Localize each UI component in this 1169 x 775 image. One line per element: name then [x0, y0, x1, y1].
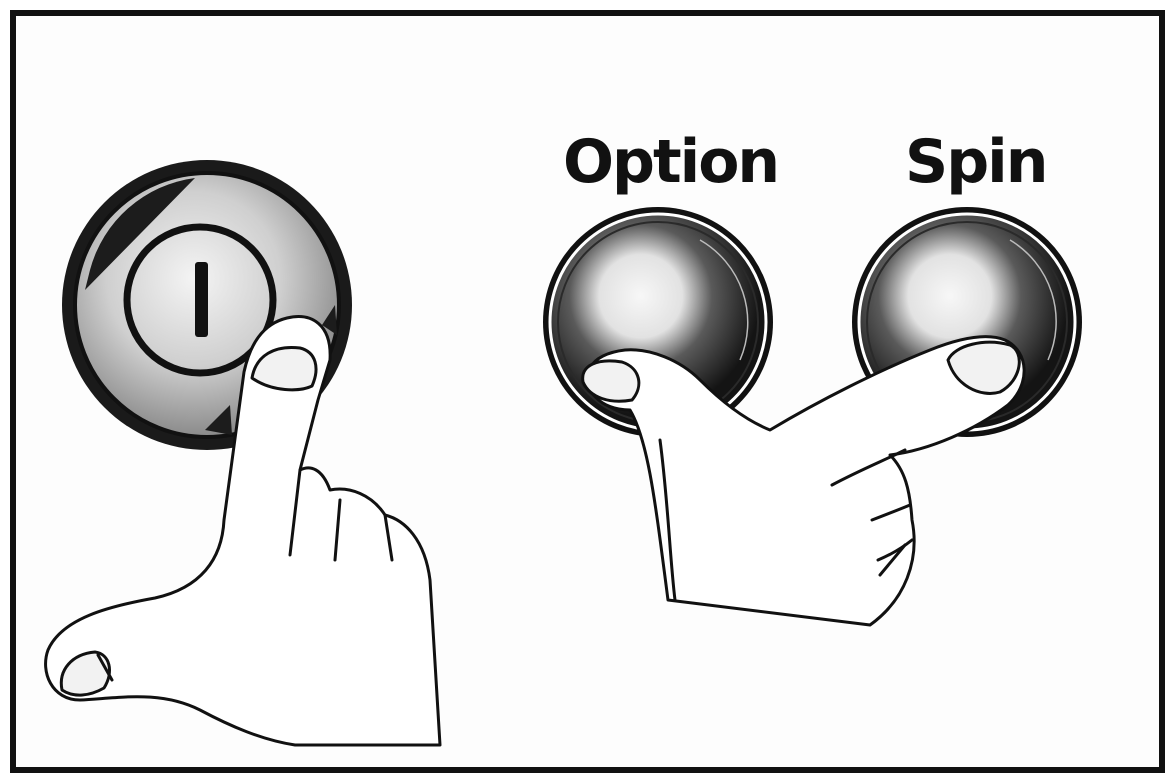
option-label: Option: [563, 132, 778, 192]
spin-label: Spin: [905, 132, 1046, 192]
right-hand: [583, 337, 1024, 625]
